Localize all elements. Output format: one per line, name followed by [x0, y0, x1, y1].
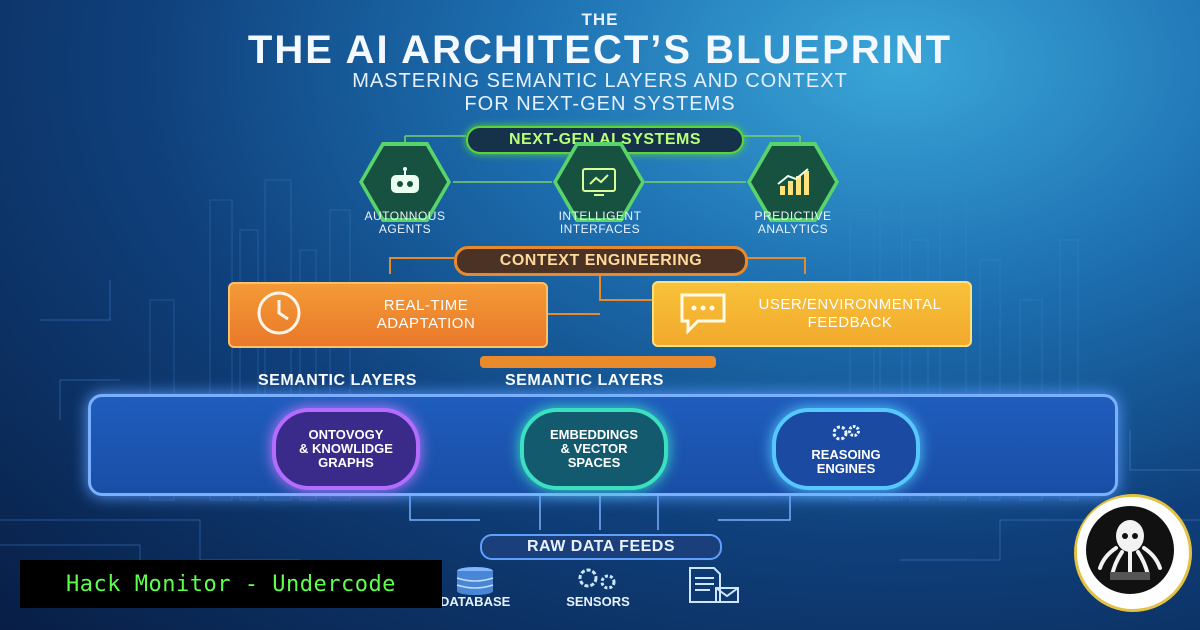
title-kicker: THE: [581, 10, 619, 29]
node-reasoning-engines: REASOING ENGINES: [772, 408, 920, 490]
chat-icon: [676, 287, 730, 342]
node-autonomous-agents: [359, 142, 451, 222]
node-intelligent-interfaces: [553, 142, 645, 222]
watermark-text: Hack Monitor - Undercode: [66, 571, 396, 597]
semantic-layers-bar: [480, 356, 716, 368]
subtitle-line-1: MASTERING SEMANTIC LAYERS AND CONTEXT: [352, 70, 848, 92]
database-icon: [452, 566, 498, 601]
source-label-database: DATABASE: [440, 594, 511, 609]
sensors-gears-icon: [572, 566, 624, 599]
page-subtitle: MASTERING SEMANTIC LAYERS AND CONTEXT FO…: [0, 70, 1200, 116]
source-label-sensors: SENSORS: [566, 594, 630, 609]
bar-chart-icon: [751, 146, 835, 218]
robot-icon: [363, 146, 447, 218]
clock-icon: [252, 286, 306, 345]
context-engineering-label: CONTEXT ENGINEERING: [454, 246, 748, 276]
node-label-intelligent-interfaces: INTELLIGENT INTERFACES: [558, 209, 642, 236]
subtitle-line-2: FOR NEXT-GEN SYSTEMS: [464, 93, 736, 115]
semantic-layers-label-left: SEMANTIC LAYERS: [258, 372, 417, 389]
gears-icon: [811, 423, 880, 446]
document-icon: [686, 566, 742, 611]
node-embeddings-vector-spaces: EMBEDDINGS & VECTOR SPACES: [520, 408, 668, 490]
semantic-layers-label-right: SEMANTIC LAYERS: [505, 372, 664, 389]
real-time-adaptation-box: REAL-TIME ADAPTATION: [228, 282, 548, 348]
user-environmental-feedback-box: USER/ENVIRONMENTAL FEEDBACK: [652, 281, 972, 347]
screen-icon: [557, 146, 641, 218]
raw-data-feeds-label: RAW DATA FEEDS: [480, 534, 722, 560]
octopus-logo: [1074, 494, 1192, 612]
hack-monitor-watermark: Hack Monitor - Undercode: [20, 560, 442, 608]
page-title: THE AI ARCHITECT’S BLUEPRINT: [247, 28, 953, 72]
node-label-predictive-analytics: PREDICTIVE ANALYTICS: [754, 209, 832, 236]
node-ontology-knowledge-graphs: ONTOVOGY & KNOWLIDGE GRAPHS: [272, 408, 420, 490]
node-label-autonomous-agents: AUTONNOUS AGENTS: [364, 209, 446, 236]
node-predictive-analytics: [747, 142, 839, 222]
